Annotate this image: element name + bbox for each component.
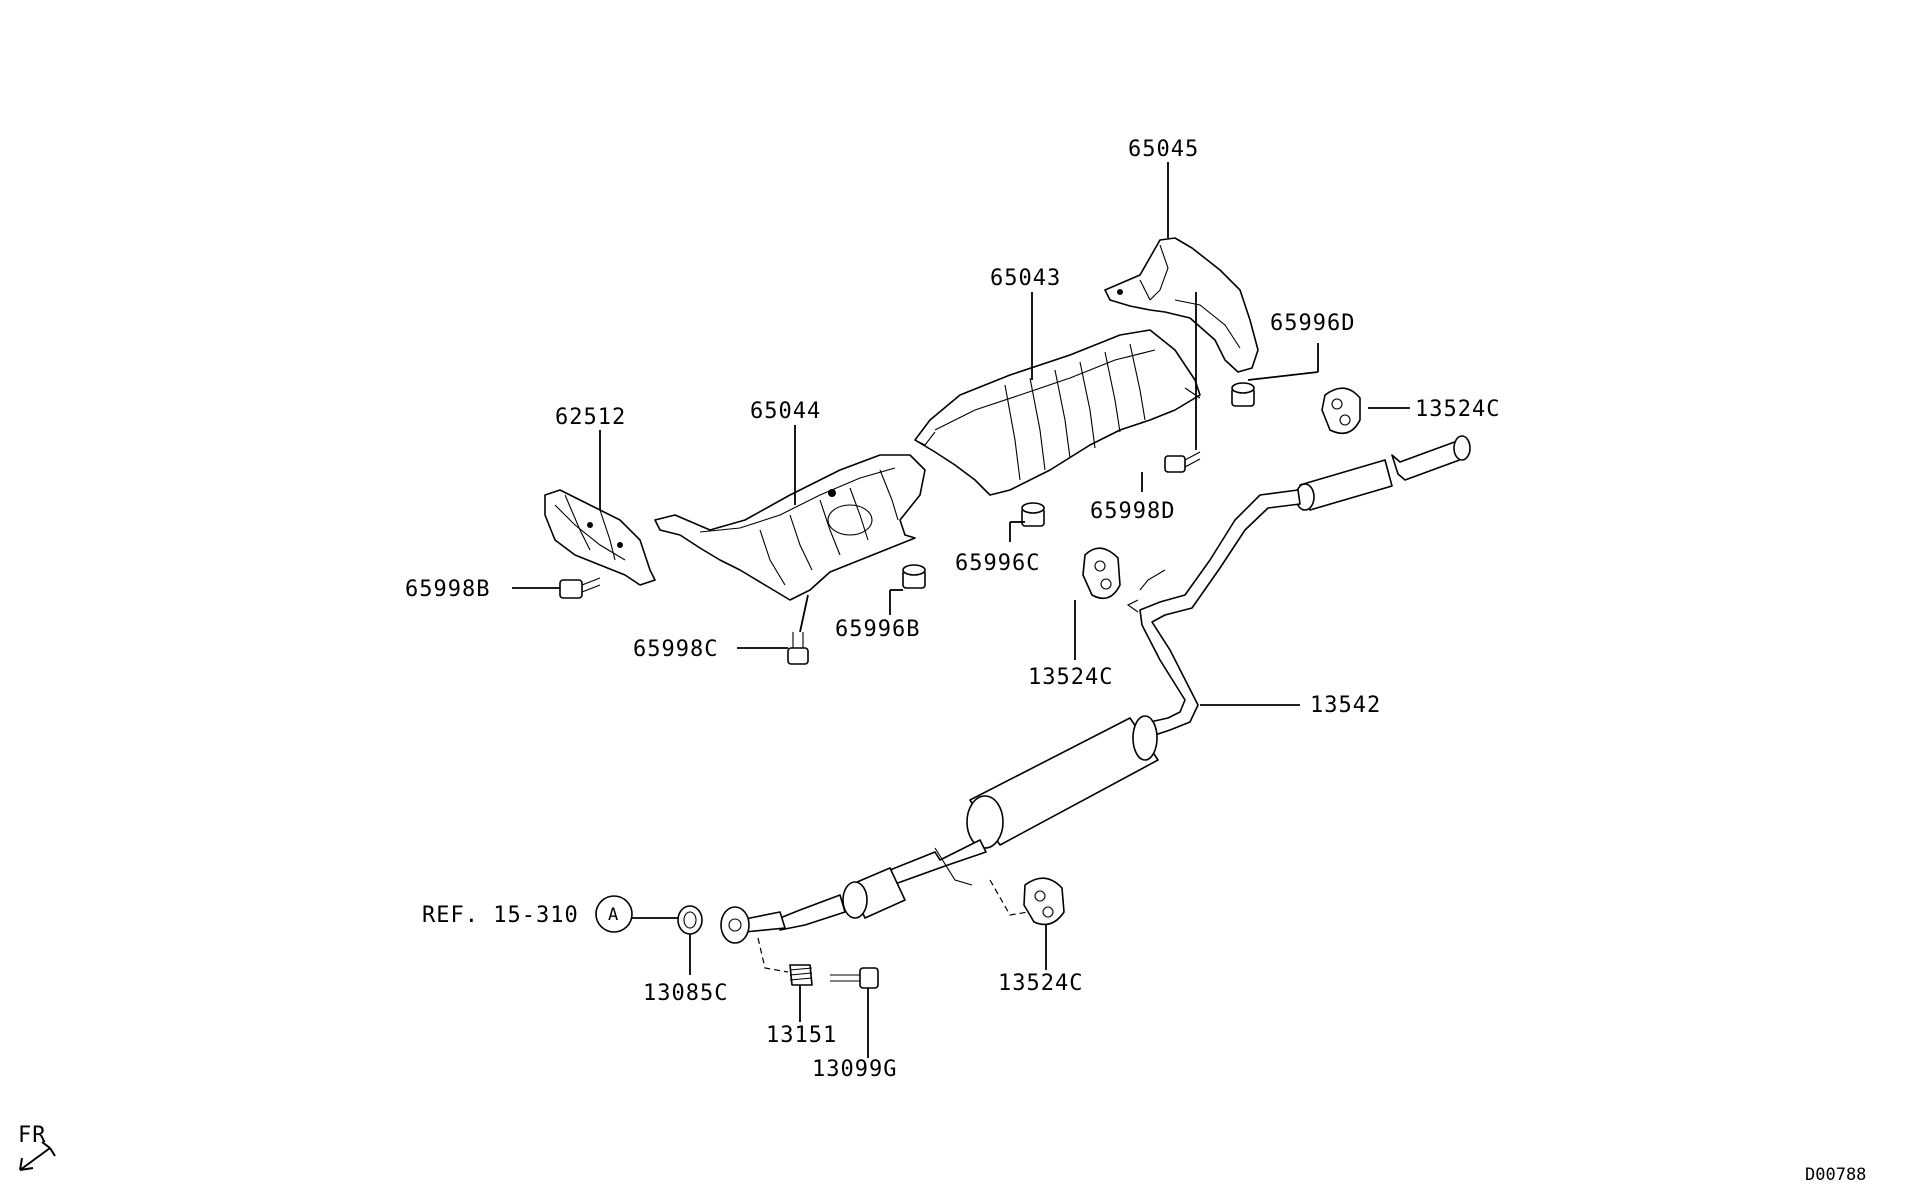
nut-65996B[interactable] [902,564,926,589]
drawing-code: D00788 [1805,1165,1866,1185]
label-65996C: 65996C [955,551,1040,576]
label-65996B: 65996B [835,617,920,642]
label-65996D: 65996D [1270,311,1355,336]
heat-shield-65044[interactable] [654,454,926,601]
label-13542: 13542 [1310,693,1381,718]
ref-circle-letter: A [608,905,618,925]
label-65044: 65044 [750,399,821,424]
hanger-dashed-line [989,879,1029,916]
bolt-65998C[interactable] [787,632,809,665]
label-65998C: 65998C [633,637,718,662]
label-13099G: 13099G [812,1057,897,1082]
hanger-13524C-front[interactable] [1023,877,1065,926]
label-65045: 65045 [1128,137,1199,162]
heat-shield-65045[interactable] [1104,237,1259,373]
gasket-13085C[interactable] [677,905,703,935]
label-65043: 65043 [990,266,1061,291]
label-13151: 13151 [766,1023,837,1048]
exhaust-pipe-13542[interactable] [720,435,1471,944]
nut-65996C[interactable] [1021,502,1045,527]
label-13524C-middle: 13524C [1028,665,1113,690]
hanger-13524C-rear[interactable] [1321,387,1361,435]
spring-13151[interactable] [789,964,813,986]
ref-label: REF. 15-310 [422,903,579,928]
label-65998D: 65998D [1090,499,1175,524]
label-13524C-front: 13524C [998,971,1083,996]
label-62512: 62512 [555,405,626,430]
bolt-13099G[interactable] [830,967,879,989]
label-65998B: 65998B [405,577,490,602]
assembly-dashed-line [757,937,789,973]
bolt-65998B[interactable] [559,577,601,599]
heat-shield-62512[interactable] [544,489,656,586]
bolt-65998D[interactable] [1164,451,1201,473]
leader-lines [512,162,1410,1058]
ref-circle [595,895,633,933]
direction-label: FR [18,1123,47,1148]
nut-65996D[interactable] [1231,382,1255,407]
heat-shield-65043[interactable] [914,329,1201,496]
label-13524C-rear: 13524C [1415,397,1500,422]
hanger-13524C-middle[interactable] [1082,547,1121,600]
label-13085C: 13085C [643,981,728,1006]
front-arrow-icon [19,1141,56,1171]
